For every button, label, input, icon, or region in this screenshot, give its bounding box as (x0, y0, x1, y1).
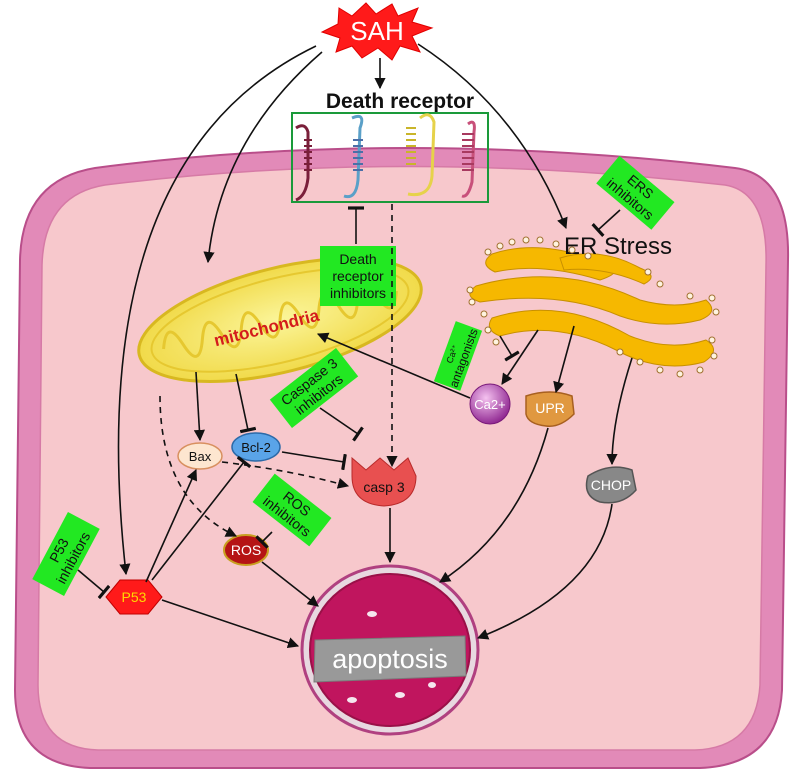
casp3-node: casp 3 (351, 456, 417, 507)
svg-text:Death: Death (339, 251, 376, 267)
arrow-sah-to-er-stress (417, 43, 568, 230)
chop-node: CHOP (585, 466, 637, 504)
receptor-4 (461, 120, 476, 198)
sah-label: SAH (350, 16, 403, 46)
death-receptor-box (291, 112, 489, 203)
arrow-mito-to-ros (159, 395, 238, 537)
receptor-1 (295, 124, 312, 202)
death-receptor-inhibitors: Death receptor inhibitors (320, 246, 396, 306)
inhibit-ros (255, 531, 273, 549)
svg-text:inhibitors: inhibitors (330, 285, 386, 301)
arrow-er-to-upr (553, 325, 575, 394)
er-ribosomes (466, 236, 720, 378)
casp3-label: casp 3 (363, 479, 404, 495)
p53-node: P53 (105, 579, 163, 615)
receptor-2 (343, 114, 364, 199)
apoptosis-label: apoptosis (332, 644, 448, 674)
ca2-label: Ca2+ (474, 397, 505, 412)
bcl2-label: Bcl-2 (241, 440, 271, 455)
sah-star: SAH (320, 2, 434, 61)
arrows (117, 43, 633, 649)
chop-label: CHOP (591, 477, 631, 493)
death-receptor-label: Death receptor (326, 90, 474, 113)
arrow-sah-to-p53 (117, 45, 317, 576)
bax-node: Bax (177, 442, 223, 470)
arrow-ca2-to-mitochondria (316, 332, 471, 399)
ros-node: ROS (223, 534, 269, 566)
arrow-p53-to-bax (145, 468, 198, 583)
arrow-upr-to-apoptosis (439, 427, 549, 583)
inhibit-p53-bcl2 (151, 455, 252, 581)
arrow-ros-to-apoptosis (261, 561, 319, 607)
inhibit-bcl2-casp3 (281, 451, 347, 471)
er-stress-label: ER Stress (564, 233, 672, 260)
bcl2-node: Bcl-2 (231, 432, 281, 462)
bax-label: Bax (189, 449, 212, 464)
ca2-node: Ca2+ (469, 383, 511, 425)
arrow-sah-to-mitochondria (203, 51, 323, 264)
receptor-3 (406, 113, 436, 197)
ros-label: ROS (231, 542, 261, 558)
er-stress-organelle: ER Stress (469, 233, 714, 367)
svg-text:receptor: receptor (332, 268, 384, 284)
ers-inhibitors: ERS inhibitors (596, 155, 675, 230)
inhibit-casp3 (319, 407, 364, 442)
upr-node: UPR (525, 391, 575, 427)
inhibit-ca2 (499, 335, 520, 362)
apoptosis-nucleus: apoptosis (300, 564, 480, 736)
arrow-er-to-chop (606, 357, 633, 466)
inhibition-lines (77, 206, 621, 600)
arrow-p53-to-apoptosis (161, 599, 300, 649)
arrow-er-to-ca2 (501, 329, 539, 385)
arrow-mito-to-bax (193, 371, 205, 442)
p53-label: P53 (122, 589, 147, 605)
inhibit-mito-bcl2 (235, 373, 257, 434)
inhibit-er-stress (591, 209, 621, 237)
inhibit-p53 (77, 569, 111, 600)
arrow-chop-to-apoptosis (476, 503, 613, 640)
upr-label: UPR (535, 400, 565, 416)
